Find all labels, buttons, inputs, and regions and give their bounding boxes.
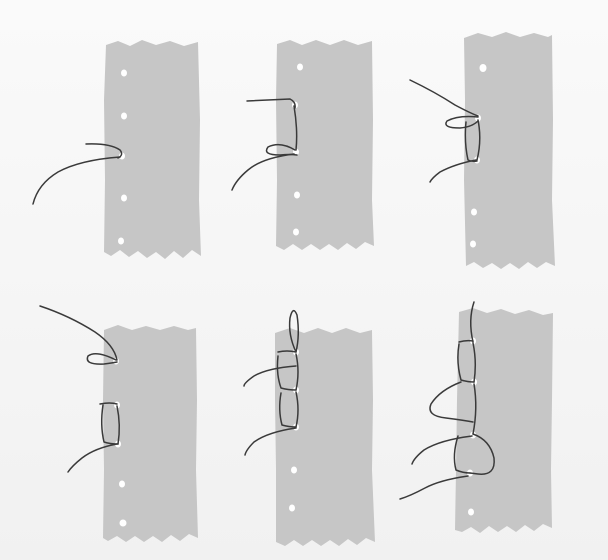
fabric-strip	[103, 325, 198, 542]
stitch-hole	[289, 505, 295, 512]
stitch-hole	[118, 238, 124, 245]
stitch-hole	[121, 113, 127, 120]
fabric-strip	[276, 40, 374, 250]
stitch-hole	[291, 467, 297, 474]
stitch-hole	[471, 209, 477, 216]
stitch-hole	[119, 481, 125, 488]
stitch-hole	[121, 195, 127, 202]
stitch-hole	[480, 64, 487, 72]
stitch-hole	[293, 229, 299, 236]
fabric-strip	[455, 308, 553, 533]
panel-step-5	[244, 311, 375, 546]
panel-step-1	[33, 40, 201, 259]
panel-step-4	[40, 306, 198, 542]
fabric-strip	[275, 328, 375, 546]
stitch-hole	[468, 509, 474, 516]
stitch-hole	[120, 520, 127, 527]
stitch-hole	[294, 192, 300, 199]
stitch-hole	[121, 70, 127, 77]
panel-step-2	[232, 40, 374, 250]
panel-step-3	[410, 32, 555, 269]
panel-step-6	[400, 302, 553, 533]
fabric-strip	[464, 32, 555, 269]
stitch-hole	[470, 241, 476, 248]
stitch-hole	[297, 64, 303, 71]
